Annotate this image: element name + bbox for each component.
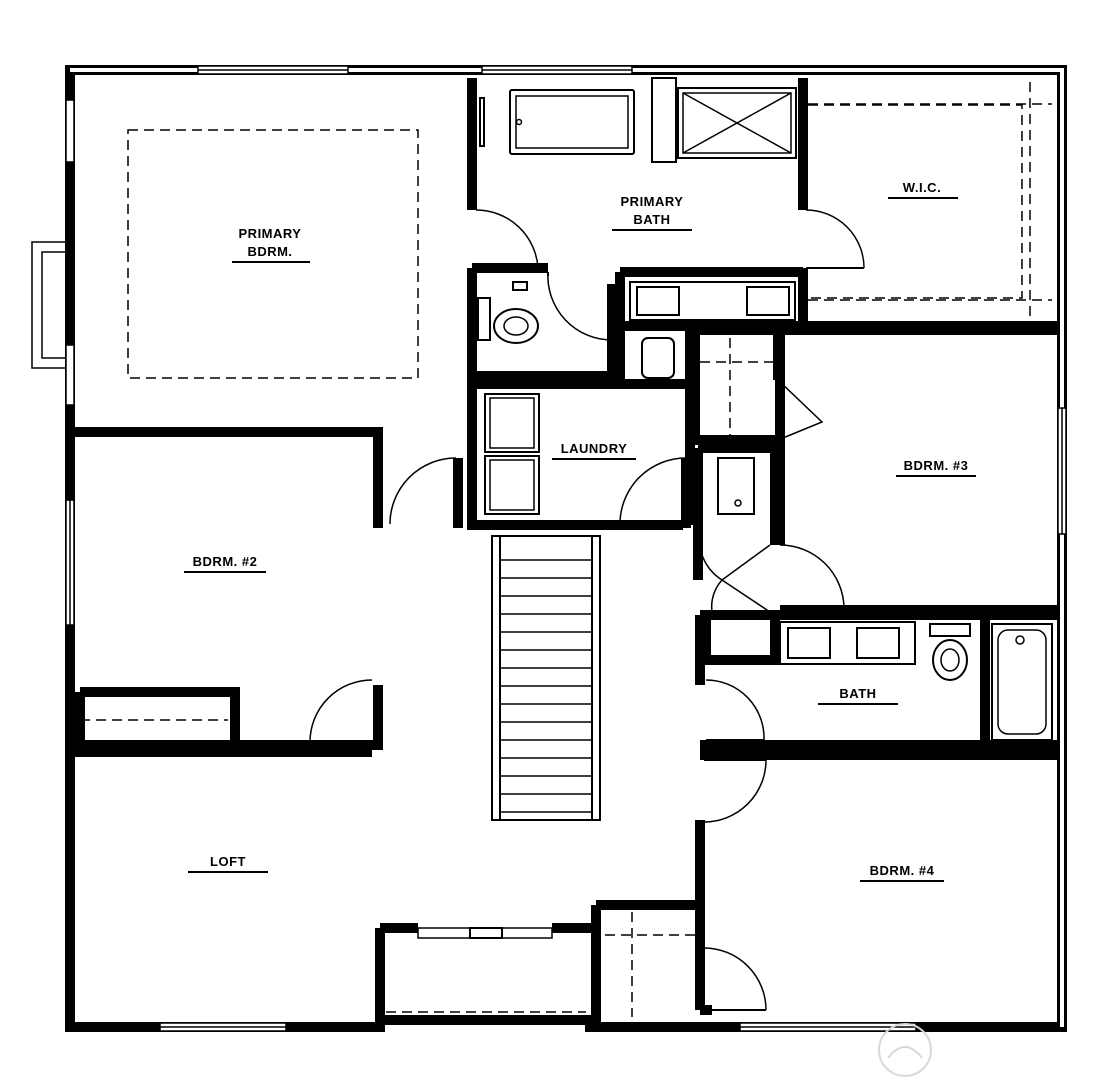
exterior-windows — [65, 65, 1067, 1032]
bay-box — [31, 241, 66, 369]
interior-walls — [70, 77, 1058, 1027]
room-labels: PRIMARY BDRM. PRIMARY BATH W.I.C. LAUNDR… — [184, 180, 976, 882]
doors — [309, 209, 865, 1011]
stairs — [491, 535, 601, 821]
label-primary-bath-line2: BATH — [633, 212, 670, 227]
label-bdrm4: BDRM. #4 — [870, 863, 935, 878]
watermark-logo — [878, 1023, 932, 1077]
fixtures — [477, 87, 1053, 743]
label-bdrm3: BDRM. #3 — [904, 458, 969, 473]
label-loft: LOFT — [210, 854, 246, 869]
label-primary-bdrm-line2: BDRM. — [247, 244, 292, 259]
label-primary-bath-line1: PRIMARY — [621, 194, 684, 209]
label-bdrm2: BDRM. #2 — [193, 554, 258, 569]
label-bath: BATH — [839, 686, 876, 701]
label-laundry: LAUNDRY — [561, 441, 628, 456]
label-primary-bdrm-line1: PRIMARY — [239, 226, 302, 241]
label-wic: W.I.C. — [903, 180, 941, 195]
dashed-lines — [80, 82, 1052, 1017]
